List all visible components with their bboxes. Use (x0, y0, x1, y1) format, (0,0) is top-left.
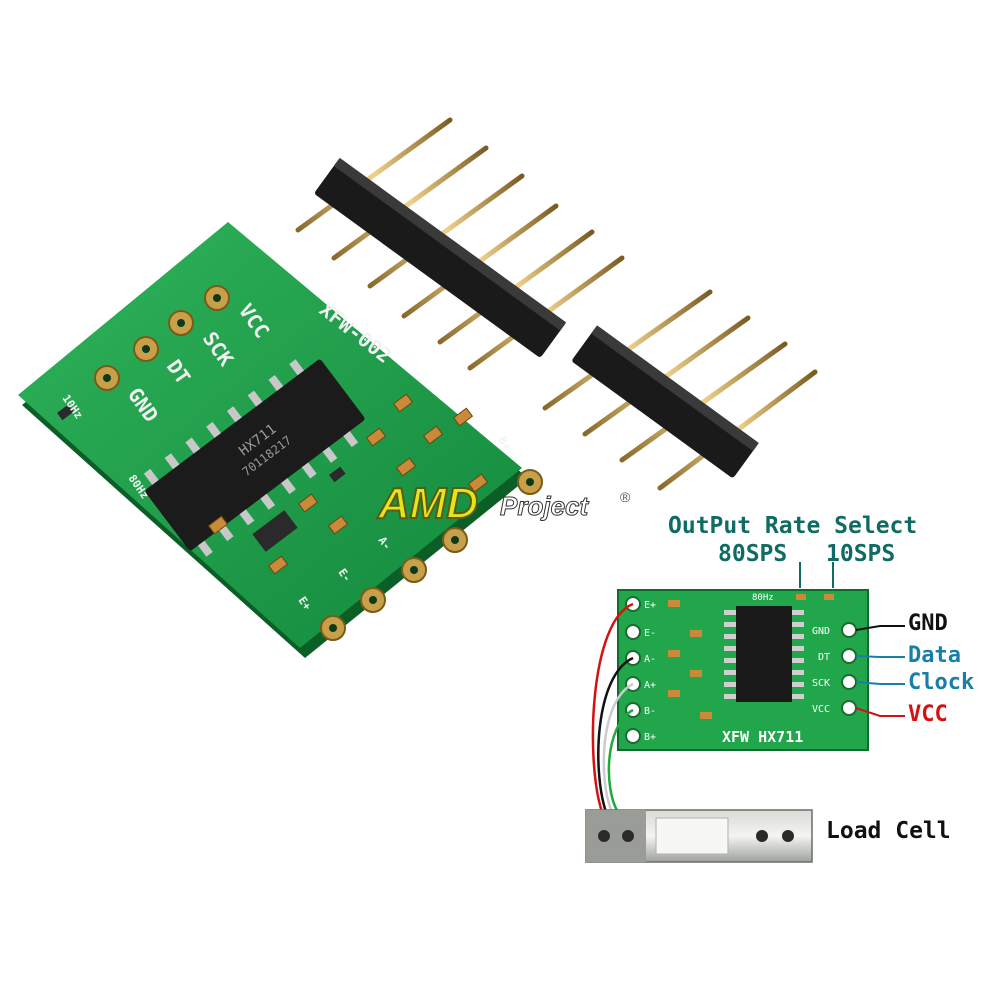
board-pin-dt: DT (818, 652, 830, 663)
load-cell-wires (591, 602, 634, 813)
board-pin-aminus: A- (644, 654, 656, 665)
board-pin-bminus: B- (644, 706, 656, 717)
hx711-chip: HX711 70118217 (143, 359, 365, 557)
output-rate-title: OutPut Rate Select (668, 513, 918, 539)
pin-label-vcc: VCC (908, 702, 948, 727)
board-pin-gnd: GND (812, 626, 830, 637)
load-cell-label: Load Cell (826, 818, 951, 844)
board-rate: 80Hz (752, 593, 774, 603)
board-label: XFW HX711 (722, 728, 803, 746)
board-pin-eminus: E- (644, 628, 656, 639)
watermark-brand: AMD (377, 479, 478, 528)
load-cell (585, 809, 813, 863)
pin-header-6 (295, 117, 625, 371)
board-pin-eplus: E+ (644, 600, 656, 611)
pin-label-clock: Clock (908, 670, 975, 695)
pin-label-gnd: GND (908, 611, 948, 636)
watermark-logo: AMD Project ® (376, 478, 631, 529)
silk-aminus: A- (376, 534, 394, 552)
diagram-board: E+ E- A- A+ B- B+ GND DT SCK VCC 80Hz XF… (617, 589, 869, 751)
board-pin-bplus: B+ (644, 732, 656, 743)
board-pin-aplus: A+ (644, 680, 656, 691)
watermark-reg: ® (620, 489, 631, 505)
board-pin-vcc: VCC (812, 704, 830, 715)
hx711-board-photo: HX711 70118217 VCC SCK DT GND XFW-002 10… (18, 222, 543, 658)
rate-10sps: 10SPS (826, 541, 896, 567)
pin-header-4 (542, 289, 818, 491)
watermark-suffix: Project (500, 491, 589, 521)
silk-eminus: E- (336, 566, 354, 584)
board-pin-sck: SCK (812, 678, 830, 689)
callout-lines (799, 562, 905, 717)
pin-label-data: Data (908, 643, 961, 668)
rate-80sps: 80SPS (718, 541, 788, 567)
